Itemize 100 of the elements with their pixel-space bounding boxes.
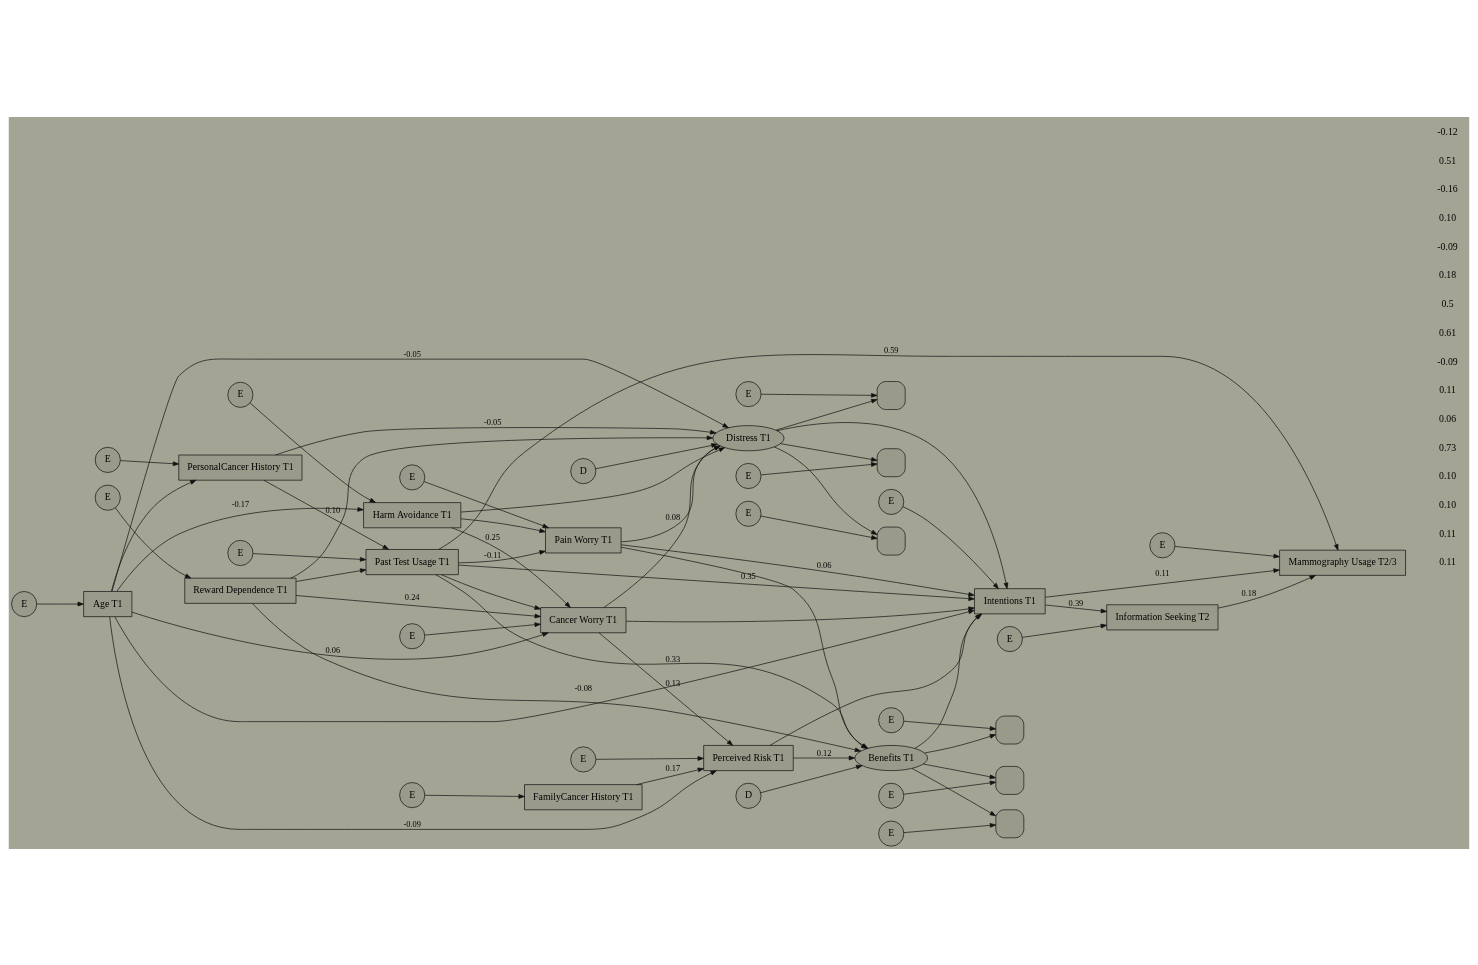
node-circle: E bbox=[94, 446, 121, 473]
arrow bbox=[773, 446, 878, 535]
arrow bbox=[780, 442, 878, 462]
label: 0.5 bbox=[1441, 297, 1454, 309]
label: 0.10 bbox=[1438, 211, 1457, 223]
arrow bbox=[263, 479, 389, 550]
arrow bbox=[1022, 623, 1107, 638]
node-circle: E bbox=[399, 781, 426, 808]
arrow bbox=[636, 767, 704, 785]
node-circle: E bbox=[878, 488, 905, 515]
node-box bbox=[995, 715, 1025, 744]
node-box: FamilyCancer History T1 bbox=[524, 783, 643, 810]
arrow bbox=[116, 506, 364, 592]
arrow bbox=[775, 398, 878, 430]
arrow bbox=[275, 426, 717, 455]
arrow bbox=[595, 442, 718, 469]
arrow bbox=[458, 564, 975, 601]
arrow bbox=[598, 632, 734, 746]
node-box: Perceived Risk T1 bbox=[703, 744, 794, 771]
arrow bbox=[114, 609, 975, 722]
node-circle: E bbox=[996, 625, 1023, 652]
arrow bbox=[924, 733, 997, 753]
node-circle: E bbox=[878, 820, 905, 847]
label: 0.11 bbox=[1439, 527, 1456, 539]
node-circle: E bbox=[735, 380, 762, 407]
arrow bbox=[903, 822, 997, 833]
label: 0.18 bbox=[1438, 268, 1457, 280]
node-box: PersonalCancer History T1 bbox=[178, 454, 303, 481]
arrow bbox=[424, 621, 541, 635]
arrow bbox=[595, 755, 704, 761]
arrow bbox=[249, 402, 376, 503]
arrow bbox=[451, 526, 571, 608]
node-box bbox=[995, 808, 1025, 838]
label: 0.11 bbox=[1439, 383, 1456, 395]
arrow bbox=[295, 567, 367, 582]
node-circle: E bbox=[399, 622, 426, 649]
node-circle: E bbox=[735, 500, 762, 527]
node-box: Cancer Worry T1 bbox=[540, 606, 627, 633]
arrow bbox=[458, 549, 546, 563]
node-circle: E bbox=[227, 381, 254, 408]
arrow bbox=[115, 507, 192, 578]
node-circle: E bbox=[94, 484, 121, 511]
arrow bbox=[460, 517, 546, 533]
arrow bbox=[792, 755, 856, 760]
node-box: Information Seeking T2 bbox=[1106, 603, 1219, 630]
label: -0.09 bbox=[1437, 355, 1458, 367]
label: 0.10 bbox=[1438, 498, 1457, 510]
node-circle: E bbox=[878, 706, 905, 733]
arrow bbox=[911, 767, 996, 816]
arrow bbox=[423, 480, 549, 528]
node-circle: E bbox=[878, 782, 905, 809]
node-circle: E bbox=[11, 590, 38, 617]
arrow bbox=[424, 793, 525, 799]
node-circle: D bbox=[570, 457, 597, 484]
arrow bbox=[111, 358, 729, 592]
arrow bbox=[922, 763, 996, 779]
node-box bbox=[876, 526, 906, 555]
node-circle: E bbox=[570, 746, 597, 772]
node-circle: E bbox=[399, 463, 426, 490]
arrow bbox=[902, 505, 999, 589]
node-box: Past Test Usage T1 bbox=[365, 548, 459, 575]
arrow bbox=[36, 601, 84, 606]
arrow bbox=[111, 479, 197, 591]
node-circle: E bbox=[227, 539, 254, 566]
label: -0.16 bbox=[1437, 182, 1458, 194]
node-box bbox=[876, 447, 906, 477]
label: -0.12 bbox=[1437, 125, 1458, 137]
arrow bbox=[131, 611, 549, 660]
arrow bbox=[760, 392, 878, 398]
node-circle: E bbox=[1149, 531, 1176, 558]
arrow bbox=[120, 459, 180, 466]
node-box: Mammography Usage T2/3 bbox=[1279, 549, 1406, 576]
node-box: Pain Worry T1 bbox=[545, 526, 622, 553]
arrow bbox=[252, 552, 367, 562]
arrow bbox=[1174, 545, 1280, 558]
arrow bbox=[760, 461, 878, 475]
arrow bbox=[625, 606, 975, 622]
label: -0.09 bbox=[1437, 240, 1458, 252]
label: 0.06 bbox=[1438, 412, 1457, 424]
arrow bbox=[109, 615, 717, 830]
arrow bbox=[252, 602, 862, 752]
node-box: Reward Dependence T1 bbox=[184, 577, 297, 604]
node-box bbox=[995, 765, 1025, 795]
arrow bbox=[295, 594, 541, 618]
label: 0.61 bbox=[1438, 326, 1457, 338]
arrow bbox=[760, 515, 878, 540]
arrow bbox=[441, 573, 541, 610]
arrow bbox=[438, 353, 1339, 550]
arrow bbox=[1217, 574, 1316, 608]
node-circle: E bbox=[735, 462, 762, 489]
arrow bbox=[903, 780, 997, 795]
arrow bbox=[620, 543, 975, 597]
node-circle: D bbox=[735, 782, 762, 809]
node-box: Age T1 bbox=[83, 590, 133, 617]
node-box: Harm Avoidance T1 bbox=[363, 501, 462, 528]
label: 0.10 bbox=[1438, 469, 1457, 481]
label: 0.51 bbox=[1438, 154, 1457, 166]
arrow bbox=[1045, 567, 1280, 598]
label: 0.73 bbox=[1438, 441, 1457, 453]
arrow bbox=[1044, 604, 1108, 613]
